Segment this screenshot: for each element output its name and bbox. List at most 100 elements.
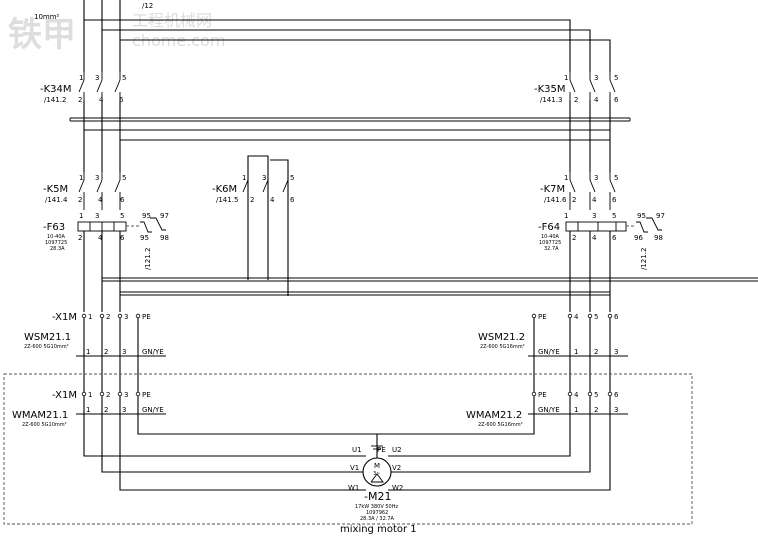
- x1m-l-1: 1: [88, 391, 92, 399]
- f64-aux-97: 97: [656, 212, 665, 220]
- wmam212-spec: 2Z-600 5G16mm²: [478, 422, 523, 428]
- wmam212-core-2: 2: [594, 406, 598, 414]
- k7m-pin-5: 5: [614, 174, 618, 182]
- contactor-k7m[interactable]: 1 3 5 2 4 6 -K7M /141.6: [540, 172, 618, 210]
- x1m-lower-label: -X1M: [52, 390, 77, 401]
- f63-pin-4: 4: [98, 234, 103, 242]
- f64-pin-1: 1: [564, 212, 568, 220]
- x1m-l-5: 5: [594, 391, 598, 399]
- x1m-u-3: 3: [124, 313, 128, 321]
- k7m-label: -K7M: [540, 184, 565, 195]
- k6m-buses: [102, 277, 758, 296]
- k35m-pin-6: 6: [614, 96, 619, 104]
- wsm212-label: WSM21.2: [478, 332, 525, 343]
- wmam211-core-gnye: GN/YE: [142, 406, 164, 414]
- x1m-l-6: 6: [614, 391, 619, 399]
- terminal-strip-x1m-lower: -X1M 1 2 3 PE PE 4 5 6: [52, 390, 619, 401]
- cable-wmam: WMAM21.1 2Z-600 5G10mm² 1 2 3 GN/YE WMAM…: [12, 406, 628, 428]
- overload-relay-f64[interactable]: 1 3 5 2 4 6 -F64 10-40A 1097725 32.7A 95…: [538, 212, 665, 312]
- x1m-upper-label: -X1M: [52, 312, 77, 323]
- f64-pin-6: 6: [612, 234, 617, 242]
- k34m-pin-2: 2: [78, 96, 82, 104]
- k6m-pin-4: 4: [270, 196, 275, 204]
- k34m-pin-6: 6: [119, 96, 124, 104]
- k6m-ref: /141.5: [216, 196, 238, 204]
- watermark-logo: 铁甲: [8, 15, 76, 55]
- f64-aux-95-top: 95: [637, 212, 646, 220]
- motor-feed-wires: [83, 396, 611, 491]
- k5m-pin-4: 4: [98, 196, 103, 204]
- k34m-label: -K34M: [40, 84, 72, 95]
- x1m-u-5: 5: [594, 313, 598, 321]
- f64-aux-98: 98: [654, 234, 663, 242]
- k5m-pin-6: 6: [120, 196, 125, 204]
- wmam211-label: WMAM21.1: [12, 410, 68, 421]
- wmam211-spec: 2Z-600 5G10mm²: [22, 422, 67, 428]
- x1m-u-4: 4: [574, 313, 579, 321]
- k35m-pin-5: 5: [614, 74, 618, 82]
- wmam211-core-1: 1: [86, 406, 90, 414]
- k5m-ref: /141.4: [45, 196, 68, 204]
- k6m-label: -K6M: [212, 184, 237, 195]
- f63-aux-97: 97: [160, 212, 169, 220]
- f63-label: -F63: [43, 222, 65, 233]
- f64-aux-ref: /121.2: [640, 248, 648, 270]
- f63-pin-2: 2: [78, 234, 82, 242]
- x1m-l-pe: PE: [142, 391, 151, 399]
- feeder-ref: /12: [142, 2, 153, 10]
- motor-label: -M21: [364, 490, 391, 503]
- contactor-k35m[interactable]: 1 3 5 2 4 6 -K35M /141.3: [534, 72, 619, 104]
- wmam212-core-1: 1: [574, 406, 578, 414]
- k7m-ref: /141.6: [544, 196, 567, 204]
- motor-v1: V1: [350, 464, 359, 472]
- f64-pin-4: 4: [592, 234, 597, 242]
- f63-aux-95: 95: [140, 234, 149, 242]
- motor-v2: V2: [392, 464, 401, 472]
- k7m-pin-3: 3: [594, 174, 598, 182]
- k34m-pin-3: 3: [95, 74, 99, 82]
- x1m-u-6: 6: [614, 313, 619, 321]
- k35m-pin-3: 3: [594, 74, 598, 82]
- k5m-pin-2: 2: [78, 196, 82, 204]
- f64-aux-96: 96: [634, 234, 643, 242]
- wsm211-core-1: 1: [86, 348, 90, 356]
- wmam211-core-3: 3: [122, 406, 126, 414]
- motor-spec-part: 1097962: [366, 510, 388, 516]
- contactor-k6m[interactable]: 1 3 5 2 4 6 -K6M /141.5: [212, 155, 295, 296]
- motor-w1: W1: [348, 484, 359, 492]
- k6m-pin-1: 1: [242, 174, 246, 182]
- f64-spec-range: 10-40A: [541, 234, 560, 240]
- wsm211-spec: 2Z-600 5G10mm²: [24, 344, 69, 350]
- k7m-pin-4: 4: [592, 196, 597, 204]
- k6m-pin-2: 2: [250, 196, 254, 204]
- motor-pe: PE: [377, 446, 386, 454]
- k35m-pin-2: 2: [574, 96, 578, 104]
- k34m-pin-5: 5: [122, 74, 126, 82]
- f64-label: -F64: [538, 222, 560, 233]
- overload-relay-f63[interactable]: 1 3 5 2 4 6 -F63 10-40A 1097725 28.3A 95…: [43, 212, 169, 312]
- f63-pin-6: 6: [120, 234, 125, 242]
- f63-spec-current: 28.3A: [50, 246, 65, 252]
- f63-spec-range: 10-40A: [47, 234, 66, 240]
- f64-pin-2: 2: [572, 234, 576, 242]
- wsm211-label: WSM21.1: [24, 332, 71, 343]
- f64-spec-current: 32.7A: [544, 246, 559, 252]
- motor-m21[interactable]: M 3~ U1 PE U2 V1 V2 W1 W2 -M21 17kW 380V…: [340, 446, 417, 535]
- f63-aux-98: 98: [160, 234, 169, 242]
- x1m-l-3: 3: [124, 391, 128, 399]
- cable-wsm: WSM21.1 2Z-600 5G10mm² 1 2 3 GN/YE WSM21…: [24, 318, 628, 392]
- contactor-k34m[interactable]: 1 3 5 2 4 6 -K34M /141.2: [40, 72, 126, 104]
- motor-spec-rating: 17kW 380V 50Hz: [355, 504, 398, 510]
- contactor-k5m[interactable]: 1 3 5 2 4 6 -K5M /141.4: [43, 172, 126, 210]
- f63-pin-5: 5: [120, 212, 124, 220]
- motor-u2: U2: [392, 446, 402, 454]
- wsm212-core-2: 2: [594, 348, 598, 356]
- f64-pin-5: 5: [612, 212, 616, 220]
- k34m-ref: /141.2: [44, 96, 66, 104]
- motor-frame: [3, 373, 693, 525]
- cross-buses: [69, 100, 631, 172]
- x1m-l-4: 4: [574, 391, 579, 399]
- wsm212-core-1: 1: [574, 348, 578, 356]
- k5m-pin-1: 1: [79, 174, 83, 182]
